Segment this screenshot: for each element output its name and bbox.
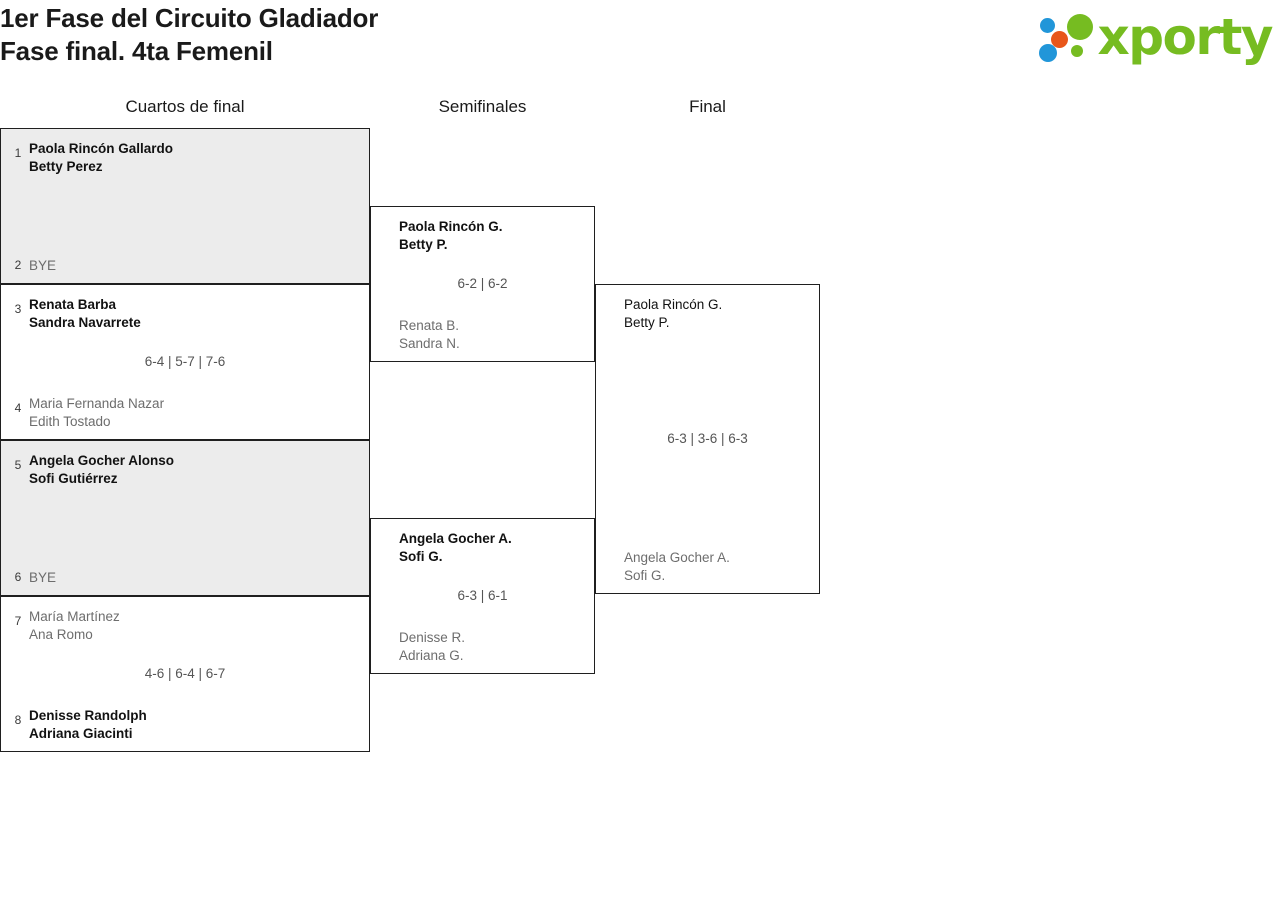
team-names: Paola Rincón G. Betty P. — [397, 215, 588, 254]
team-line-2: Edith Tostado — [29, 414, 111, 429]
bracket-slot-bottom[interactable]: 2 BYE — [1, 249, 369, 275]
bracket-slot-bottom[interactable]: 6 BYE — [1, 561, 369, 587]
team-names: Angela Gocher A. Sofi G. — [622, 546, 813, 585]
team-line-1: Renata Barba — [29, 297, 117, 312]
logo-dot-green-large-icon — [1067, 14, 1094, 40]
connector-sf1-to-final — [594, 206, 595, 284]
logo-wordmark: xporty — [1097, 8, 1273, 66]
team-line-1: BYE — [29, 570, 57, 585]
team-line-2: Betty Perez — [29, 159, 103, 174]
match-score: 6-3 | 6-1 — [457, 588, 508, 603]
team-line-2: Sofi G. — [399, 549, 443, 564]
seed-number: 3 — [14, 302, 22, 316]
seed-number: 5 — [14, 458, 22, 472]
seed-number: 1 — [14, 146, 22, 160]
team-line-1: Renata B. — [399, 318, 460, 333]
seed-number: 6 — [14, 570, 22, 584]
team-names: BYE — [27, 561, 363, 587]
team-line-1: Maria Fernanda Nazar — [29, 396, 165, 411]
logo-dot-green-small-icon — [1071, 45, 1084, 57]
team-line-1: Angela Gocher Alonso — [29, 453, 175, 468]
team-names: Denisse R. Adriana G. — [397, 626, 588, 665]
page-title-line-1: 1er Fase del Circuito Gladiador — [0, 3, 379, 33]
team-names: BYE — [27, 249, 363, 275]
team-line-1: Angela Gocher A. — [624, 550, 730, 565]
bracket-slot-top[interactable]: Angela Gocher A. Sofi G. — [371, 527, 594, 566]
round-header-semifinals: Semifinales — [438, 97, 527, 116]
team-line-1: Paola Rincón Gallardo — [29, 141, 174, 156]
team-line-1: Angela Gocher A. — [399, 531, 512, 546]
bracket-slot-bottom[interactable]: Denisse R. Adriana G. — [371, 626, 594, 665]
match-final[interactable]: Paola Rincón G. Betty P. Angela Gocher A. S… — [595, 284, 820, 594]
connector-sf2-to-final — [594, 594, 595, 672]
match-score: 6-2 | 6-2 — [457, 276, 508, 291]
connector-qf3-to-sf2 — [369, 440, 370, 518]
team-line-1: María Martínez — [29, 609, 120, 624]
connector-qf2-to-sf1 — [369, 362, 370, 440]
connector-qf4-to-sf2 — [369, 674, 370, 752]
bracket-slot-bottom[interactable]: Angela Gocher A. Sofi G. — [596, 546, 819, 585]
team-line-2: Betty P. — [624, 315, 670, 330]
team-names: Renata B. Sandra N. — [397, 314, 588, 353]
page-title-line-2: Fase final. 4ta Femenil — [0, 36, 273, 66]
team-line-2: Sandra Navarrete — [29, 315, 141, 330]
team-line-2: Sandra N. — [399, 336, 460, 351]
seed-number: 8 — [14, 713, 22, 727]
team-names: Paola Rincón G. Betty P. — [622, 293, 813, 332]
match-score: 4-6 | 6-4 | 6-7 — [144, 666, 226, 681]
round-header-final: Final — [689, 97, 726, 116]
match-score: 6-3 | 3-6 | 6-3 — [667, 431, 748, 446]
bracket-slot-top[interactable]: Paola Rincón G. Betty P. — [371, 215, 594, 254]
team-line-1: Denisse R. — [399, 630, 466, 645]
seed-number: 7 — [14, 614, 22, 628]
team-line-2: Betty P. — [399, 237, 448, 252]
team-line-2: Sofi G. — [624, 568, 666, 583]
page-header: 1er Fase del Circuito Gladiador Fase fin… — [0, 0, 1280, 78]
team-line-2: Sofi Gutiérrez — [29, 471, 118, 486]
logo-dot-blue-bottom-icon — [1039, 44, 1058, 62]
tournament-title-block: 1er Fase del Circuito Gladiador Fase fin… — [0, 2, 900, 68]
match-semifinal-2[interactable]: Angela Gocher A. Sofi G. Denisse R. Adriana… — [370, 518, 595, 674]
team-line-1: Denisse Randolph — [29, 708, 147, 723]
logo-dot-blue-top-icon — [1040, 18, 1056, 33]
logo-dot-orange-icon — [1051, 31, 1069, 48]
logo-dots-icon — [1039, 11, 1095, 63]
team-line-1: Paola Rincón G. — [399, 219, 503, 234]
round-header-quarterfinals: Cuartos de final — [125, 97, 245, 116]
team-line-1: BYE — [29, 258, 57, 273]
team-line-2: Adriana Giacinti — [29, 726, 133, 741]
team-names: Angela Gocher A. Sofi G. — [397, 527, 588, 566]
bracket-slot-top[interactable]: Paola Rincón G. Betty P. — [596, 293, 819, 332]
seed-number: 2 — [14, 258, 22, 272]
match-score: 6-4 | 5-7 | 7-6 — [144, 354, 226, 369]
team-line-2: Ana Romo — [29, 627, 93, 642]
seed-number: 4 — [14, 401, 22, 415]
match-semifinal-1[interactable]: Paola Rincón G. Betty P. Renata B. Sandra N… — [370, 206, 595, 362]
xporty-logo[interactable]: xporty — [1039, 8, 1273, 66]
bracket-slot-bottom[interactable]: Renata B. Sandra N. — [371, 314, 594, 353]
team-line-1: Paola Rincón G. — [624, 297, 723, 312]
connector-qf1-to-sf1 — [369, 128, 370, 206]
team-line-2: Adriana G. — [399, 648, 464, 663]
